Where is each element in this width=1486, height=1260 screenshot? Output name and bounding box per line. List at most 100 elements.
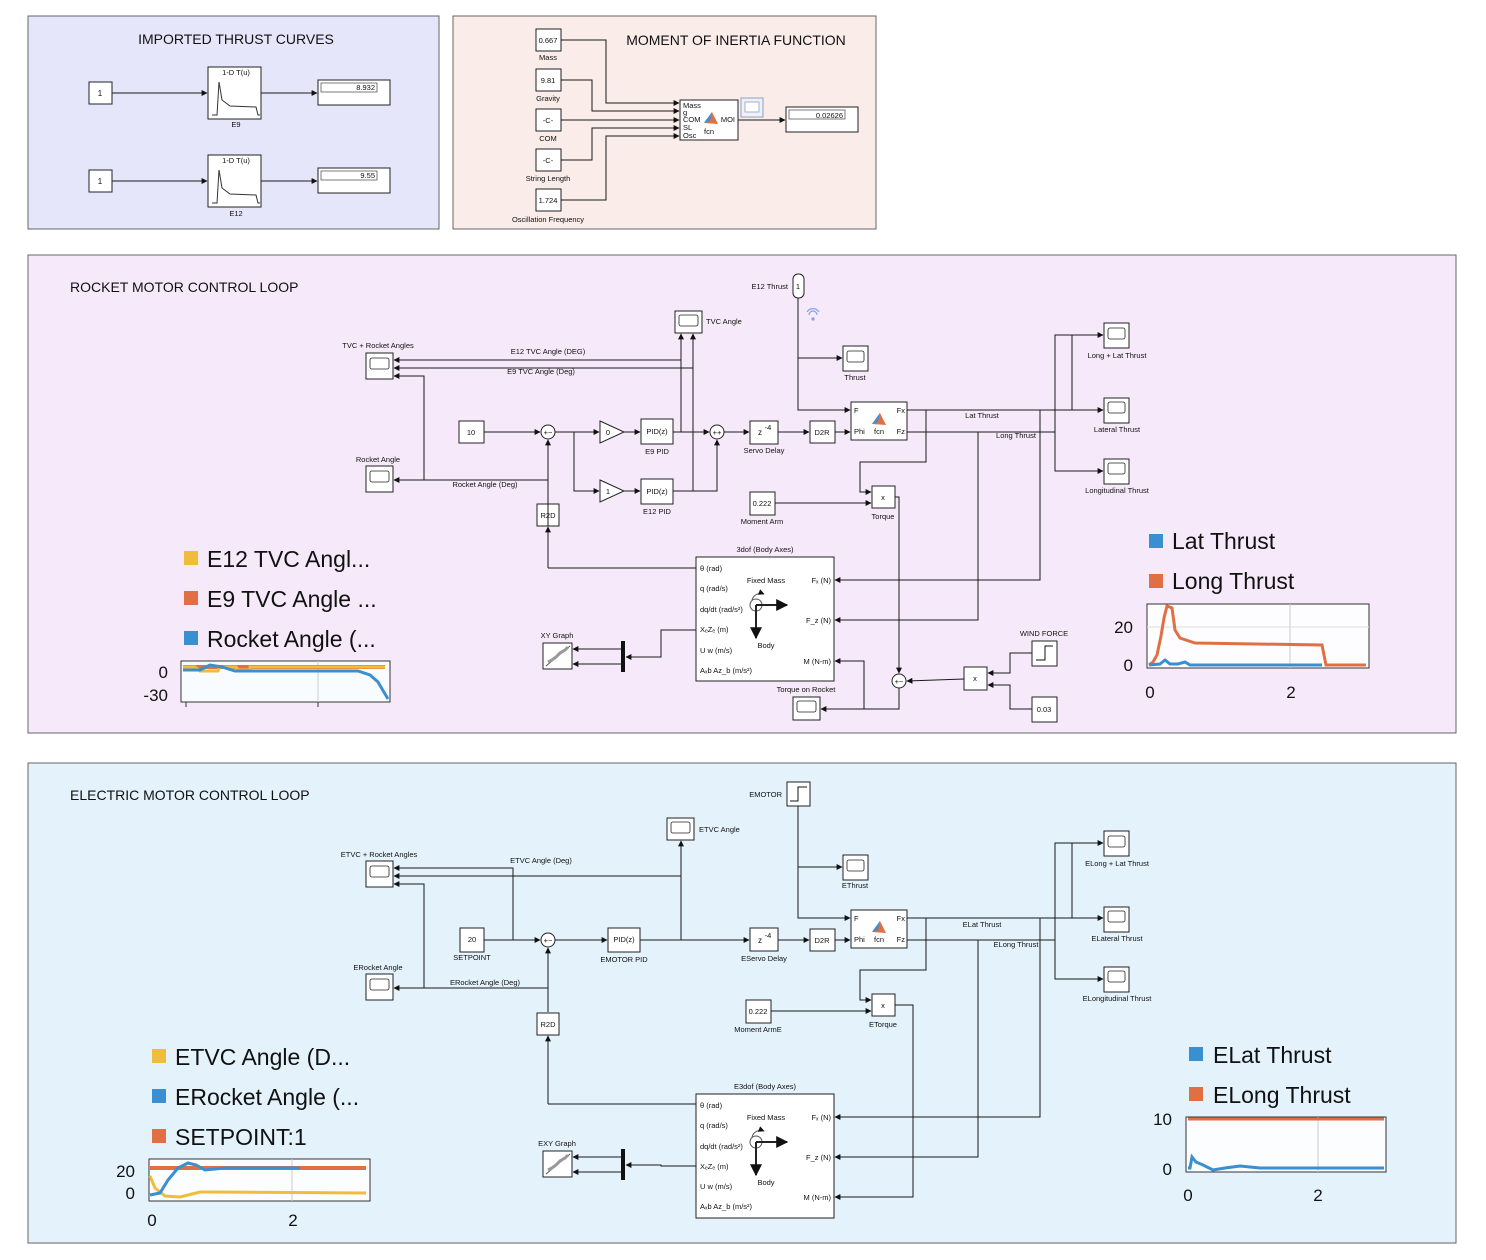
svg-text:ELateral Thrust: ELateral Thrust	[1091, 934, 1143, 943]
d2r-block[interactable]: D2R	[809, 420, 836, 444]
product-torque[interactable]: x Torque	[871, 485, 896, 521]
pid-e9[interactable]: PID(z) E9 PID	[640, 418, 674, 456]
area-title: IMPORTED THRUST CURVES	[138, 31, 334, 47]
matlab-function-thrust-split[interactable]: F Phi Fx Fz fcn	[850, 401, 908, 441]
scope-lateral-thrust[interactable]: Lateral Thrust	[1094, 397, 1141, 434]
legend-item: Rocket Angle (...	[207, 626, 376, 652]
constant-moment-arm[interactable]: 0.222 Moment Arm	[741, 491, 784, 526]
matlab-function-ethrust-split[interactable]: F Phi Fx Fz fcn	[850, 909, 908, 949]
pid-e12[interactable]: PID(z) E12 PID	[640, 478, 674, 516]
pid-emotor[interactable]: PID(z) EMOTOR PID	[600, 927, 648, 964]
product-wind[interactable]: x	[963, 666, 988, 691]
chart-rocket-thrust[interactable]: Lat Thrust Long Thrust 20 0 0 2	[1114, 528, 1370, 702]
scope-rocket-angle[interactable]: Rocket Angle	[356, 455, 400, 493]
svg-text:-C-: -C-	[543, 116, 554, 125]
svg-text:Fx: Fx	[897, 406, 906, 415]
eservo-delay[interactable]: z -4 EServo Delay	[741, 927, 787, 963]
exy-graph[interactable]: EXY Graph	[538, 1139, 576, 1178]
area-imported-thrust-curves[interactable]: IMPORTED THRUST CURVES 1 1 1-D T(u) E9 1…	[27, 15, 440, 230]
svg-text:EMOTOR: EMOTOR	[749, 790, 782, 799]
legend-item: ELong Thrust	[1213, 1082, 1351, 1108]
svg-text:Fₓ (N): Fₓ (N)	[811, 576, 831, 585]
gain-e12[interactable]: 1	[599, 479, 626, 503]
chart-electric-thrust[interactable]: ELat Thrust ELong Thrust 10 0 0 2	[1153, 1042, 1387, 1205]
constant-block-e12[interactable]: 1	[88, 169, 113, 193]
scope-tvc-angle[interactable]: TVC Angle	[674, 310, 742, 334]
svg-text:Longitudinal Thrust: Longitudinal Thrust	[1085, 486, 1150, 495]
lookup-table-e12[interactable]: 1-D T(u) E12	[207, 154, 262, 218]
chart-rocket-tvc-angles[interactable]: E12 TVC Angl... E9 TVC Angle ... Rocket …	[143, 546, 391, 707]
block-e3dof-body-axes[interactable]: E3dof (Body Axes) θ (rad) q (rad/s) dq/d…	[695, 1082, 835, 1219]
svg-text:-4: -4	[765, 423, 772, 432]
scope-etvc-angle[interactable]: ETVC Angle	[666, 817, 740, 841]
svg-text:0: 0	[147, 1211, 156, 1230]
svg-text:PID(z): PID(z)	[646, 427, 668, 436]
scope-elateral-thrust[interactable]: ELateral Thrust	[1091, 906, 1143, 943]
svg-text:dq/dt (rad/s²): dq/dt (rad/s²)	[700, 605, 743, 614]
sum-block-torque[interactable]: +−	[891, 673, 907, 689]
svg-text:-30: -30	[143, 686, 168, 705]
scope-tvc-rocket-angles[interactable]: TVC + Rocket Angles	[342, 341, 414, 380]
svg-text:EThrust: EThrust	[842, 881, 869, 890]
r2d-block-e[interactable]: R2D	[536, 1012, 560, 1036]
constant-oscillation-frequency[interactable]: 1.724 Oscillation Frequency	[512, 188, 584, 224]
svg-text:M (N-m): M (N-m)	[804, 1193, 832, 1202]
legend-swatch	[184, 591, 198, 605]
svg-text:Aₓb Az_b (m/s²): Aₓb Az_b (m/s²)	[700, 666, 753, 675]
area-moment-of-inertia[interactable]: MOMENT OF INERTIA FUNCTION 0.667 Mass 9.…	[452, 15, 877, 230]
scope-erocket-angle[interactable]: ERocket Angle	[353, 963, 403, 1001]
svg-text:Gravity: Gravity	[536, 94, 560, 103]
legend-swatch	[1189, 1087, 1203, 1101]
sum-block-eerror[interactable]: +−	[540, 932, 556, 948]
legend-swatch	[184, 631, 198, 645]
block-label-e9: E9	[231, 120, 240, 129]
viewer-icon[interactable]	[740, 97, 764, 118]
svg-text:SL: SL	[683, 123, 692, 132]
step-wind-force[interactable]: WIND FORCE	[1020, 629, 1068, 667]
constant-gravity[interactable]: 9.81 Gravity	[535, 68, 562, 103]
constant-wind-gain[interactable]: 0.03	[1031, 696, 1058, 723]
svg-text:0.222: 0.222	[753, 499, 772, 508]
scope-longitudinal-thrust[interactable]: Longitudinal Thrust	[1085, 458, 1150, 495]
sum-block-tvc[interactable]: ++	[709, 424, 725, 440]
constant-block-e9[interactable]: 1	[88, 81, 113, 105]
display-moi[interactable]: 0.02626	[785, 106, 859, 133]
servo-delay[interactable]: z -4 Servo Delay	[744, 420, 785, 455]
svg-text:XₑZₑ (m): XₑZₑ (m)	[700, 1162, 729, 1171]
d2r-block-e[interactable]: D2R	[809, 928, 836, 952]
xy-graph[interactable]: XY Graph	[541, 631, 574, 670]
scope-elongitudinal-thrust[interactable]: ELongitudinal Thrust	[1083, 966, 1153, 1003]
legend-swatch	[1189, 1047, 1203, 1061]
gain-e9[interactable]: 0	[599, 420, 626, 444]
svg-text:EXY Graph: EXY Graph	[538, 1139, 576, 1148]
scope-thrust[interactable]: Thrust	[842, 345, 869, 382]
svg-text:0: 0	[606, 428, 610, 437]
block-3dof-body-axes[interactable]: 3dof (Body Axes) θ (rad) q (rad/s) dq/dt…	[695, 545, 835, 682]
svg-text:Moment ArmE: Moment ArmE	[734, 1025, 782, 1034]
scope-ethrust[interactable]: EThrust	[842, 854, 869, 890]
constant-com[interactable]: -C- COM	[535, 108, 562, 143]
svg-text:0.667: 0.667	[539, 36, 558, 45]
svg-text:Mass: Mass	[539, 53, 557, 62]
matlab-function-moi[interactable]: Mass g COM SL Osc fcn MOI	[679, 99, 739, 141]
svg-text:g: g	[683, 108, 687, 117]
constant-setpoint[interactable]: 10	[458, 420, 485, 444]
signal-label-e9-tvc: E9 TVC Angle (Deg)	[507, 367, 575, 376]
svg-text:1-D T(u): 1-D T(u)	[222, 68, 250, 77]
constant-string-length[interactable]: -C- String Length	[526, 148, 571, 183]
svg-text:8.932: 8.932	[356, 83, 375, 92]
scope-etvc-rocket-angles[interactable]: ETVC + Rocket Angles	[341, 850, 418, 888]
scope-long-lat-thrust[interactable]: Long + Lat Thrust	[1088, 322, 1148, 360]
scope-torque-on-rocket[interactable]: Torque on Rocket	[777, 685, 837, 721]
chart-electric-angles[interactable]: ETVC Angle (D... ERocket Angle (... SETP…	[116, 1044, 371, 1230]
svg-text:Fixed Mass: Fixed Mass	[747, 1113, 786, 1122]
product-etorque[interactable]: x ETorque	[869, 993, 897, 1029]
display-e12[interactable]: 9.55	[317, 167, 391, 194]
constant-setpoint-e[interactable]: 20 SETPOINT	[453, 927, 491, 962]
sum-block-error[interactable]: +−	[540, 424, 556, 440]
svg-text:9.55: 9.55	[360, 171, 375, 180]
scope-elong-lat-thrust[interactable]: ELong + Lat Thrust	[1085, 830, 1150, 868]
step-emotor[interactable]: EMOTOR	[749, 781, 811, 807]
display-e9[interactable]: 8.932	[317, 79, 391, 106]
